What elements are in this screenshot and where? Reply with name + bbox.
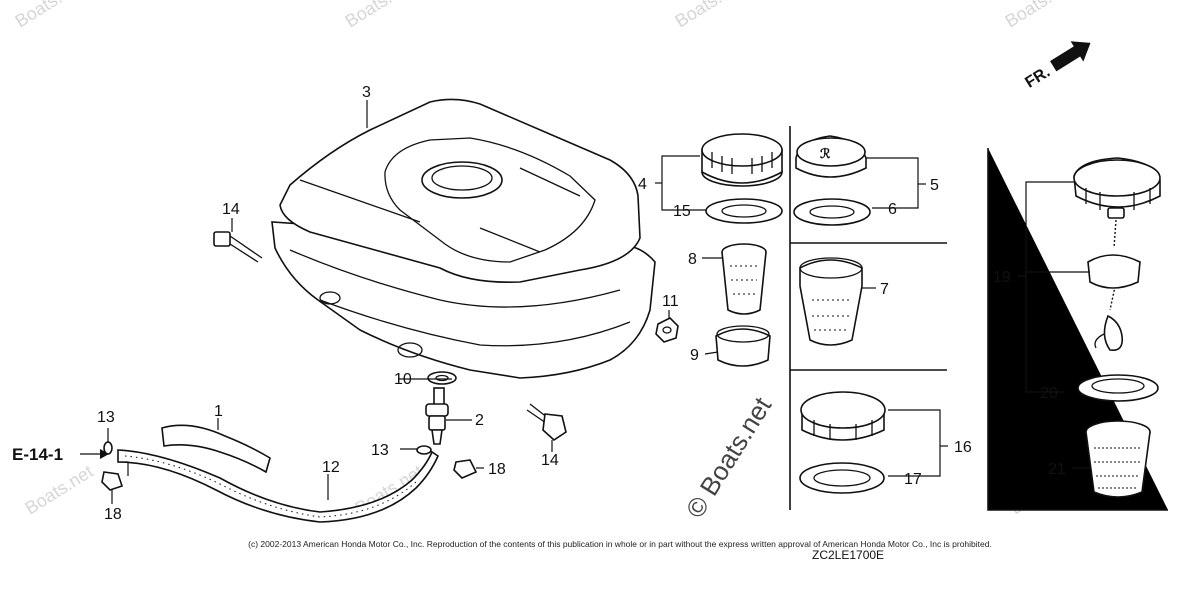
callout-4: 4: [638, 176, 647, 193]
reference-label: E-14-1: [12, 445, 63, 464]
callout-14: 14: [541, 452, 559, 469]
callout-18: 18: [488, 461, 506, 478]
flange-nut: [655, 310, 679, 343]
diagram-code: ZC2LE1700E: [812, 548, 885, 562]
callout-8: 8: [688, 251, 697, 268]
callout-21: 21: [1048, 461, 1066, 478]
fuel-filler-cap-type3: [800, 391, 886, 441]
watermark: Boats.net: [22, 461, 97, 518]
callout-5: 5: [930, 177, 939, 194]
callout-15: 15: [673, 203, 691, 220]
fuel-strainer-type2: [799, 257, 876, 346]
callout-3: 3: [362, 84, 371, 101]
callout-2: 2: [475, 412, 484, 429]
front-direction-indicator: FR.: [1022, 41, 1091, 92]
callout-bracket-5-6: [866, 157, 926, 209]
watermark: Boats.net: [672, 0, 747, 31]
fuel-filler-cap: [701, 133, 783, 187]
fuel-tank: [271, 98, 656, 379]
watermark: Boats.net: [12, 0, 87, 31]
cap-packing: [705, 198, 783, 224]
watermark: Boats.net: [342, 0, 417, 31]
callout-1: 1: [214, 403, 223, 420]
fuel-filler-cap-with-tether: [1073, 157, 1161, 352]
callout-12: 12: [322, 459, 340, 476]
reference-arrow: [80, 449, 129, 476]
flange-bolt-right: [526, 403, 567, 452]
callout-18: 18: [104, 506, 122, 523]
callout-11: 11: [662, 293, 679, 310]
callout-17: 17: [904, 471, 922, 488]
callout-19: 19: [993, 269, 1011, 286]
cap-packing-type3: [799, 462, 885, 494]
fuel-strainer-cup: [721, 243, 767, 315]
callout-6: 6: [888, 201, 897, 218]
callout-7: 7: [880, 281, 889, 298]
section-separators: [789, 126, 1168, 511]
watermark-main: © Boats.net: [680, 391, 778, 523]
svg-text:ℛ: ℛ: [820, 146, 831, 161]
callout-numbers: 3 14 14 10 2 13 13 1 12 18 18 11 4 15 8 …: [12, 84, 1066, 523]
fuel-valve: [398, 371, 472, 445]
cap-packing-type4: [1077, 374, 1159, 402]
callout-14: 14: [222, 201, 240, 218]
watermark: Boats.net: [1002, 0, 1077, 31]
copyright-notice: (c) 2002-2013 American Honda Motor Co., …: [248, 539, 992, 549]
callout-bracket-16-17: [888, 409, 948, 477]
callout-16: 16: [954, 439, 972, 456]
flange-bolt-left: [213, 218, 263, 263]
fuel-tubes: [117, 418, 440, 523]
cap-packing-type2: [793, 198, 871, 226]
tube-clips: [101, 428, 484, 504]
strainer-plate: [715, 325, 771, 367]
callout-13: 13: [371, 442, 389, 459]
front-label: FR.: [1022, 64, 1053, 92]
callout-13: 13: [97, 409, 115, 426]
callout-20: 20: [1040, 385, 1058, 402]
fuel-strainer-type3: [1072, 420, 1151, 498]
callout-bracket-4-15: [655, 155, 706, 211]
callout-bracket-19-20: [1018, 181, 1090, 393]
callout-9: 9: [690, 347, 699, 364]
fuel-filler-cap-type2: ℛ: [795, 135, 867, 178]
callout-10: 10: [394, 371, 412, 388]
